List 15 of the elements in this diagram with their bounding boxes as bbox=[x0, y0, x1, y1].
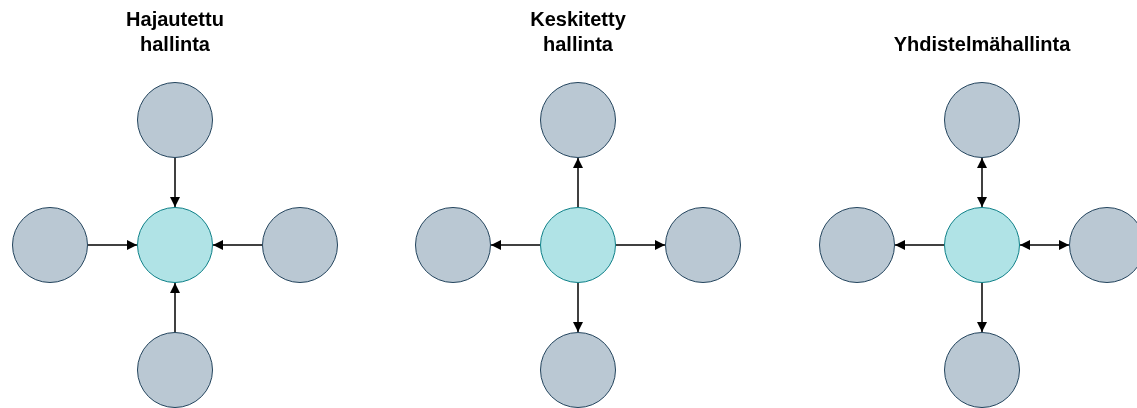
diagram-heading: Yhdistelmähallinta bbox=[892, 32, 1072, 57]
arrow bbox=[977, 282, 987, 333]
diagram-heading: Keskitetty hallinta bbox=[529, 7, 627, 57]
arrow bbox=[170, 157, 180, 208]
arrow bbox=[573, 157, 583, 208]
arrow bbox=[573, 282, 583, 333]
arrow bbox=[87, 240, 138, 250]
arrow bbox=[170, 282, 180, 333]
arrow bbox=[615, 240, 666, 250]
arrow bbox=[212, 240, 263, 250]
diagram-heading: Hajautettu hallinta bbox=[125, 7, 225, 57]
arrow bbox=[894, 240, 945, 250]
arrow bbox=[1019, 240, 1070, 250]
arrow bbox=[490, 240, 541, 250]
arrow bbox=[977, 157, 987, 208]
